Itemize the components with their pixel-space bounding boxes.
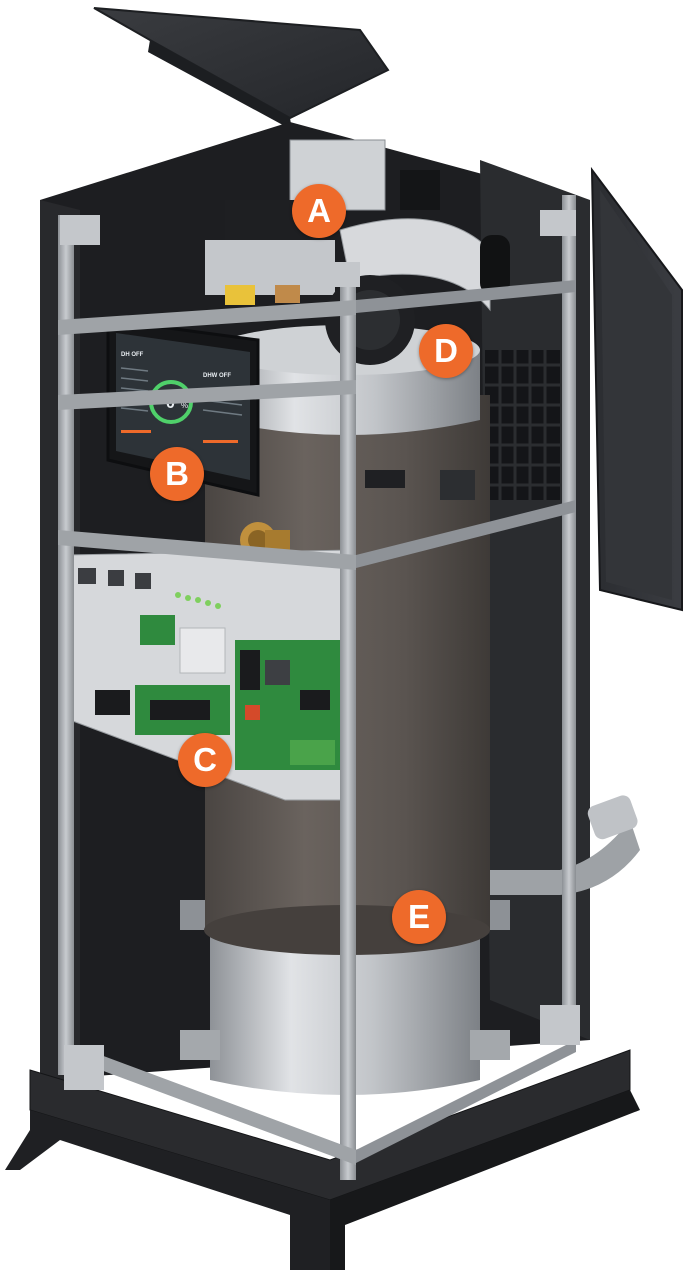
cabinet-frame [58,195,580,1180]
screen-left-status: DH OFF [121,352,144,358]
callout-label-e: E [392,890,446,944]
vent-mesh [485,350,560,500]
callout-label-a: A [292,184,346,238]
open-lid [93,7,390,120]
exhaust-pipe [490,795,640,895]
control-panel [64,549,356,801]
screen-right-status: DHW OFF [203,373,231,379]
callout-label-d: D [419,324,473,378]
callout-label-c: C [178,733,232,787]
callout-label-b: B [150,447,204,501]
screen-gauge-unit: % [181,401,188,410]
